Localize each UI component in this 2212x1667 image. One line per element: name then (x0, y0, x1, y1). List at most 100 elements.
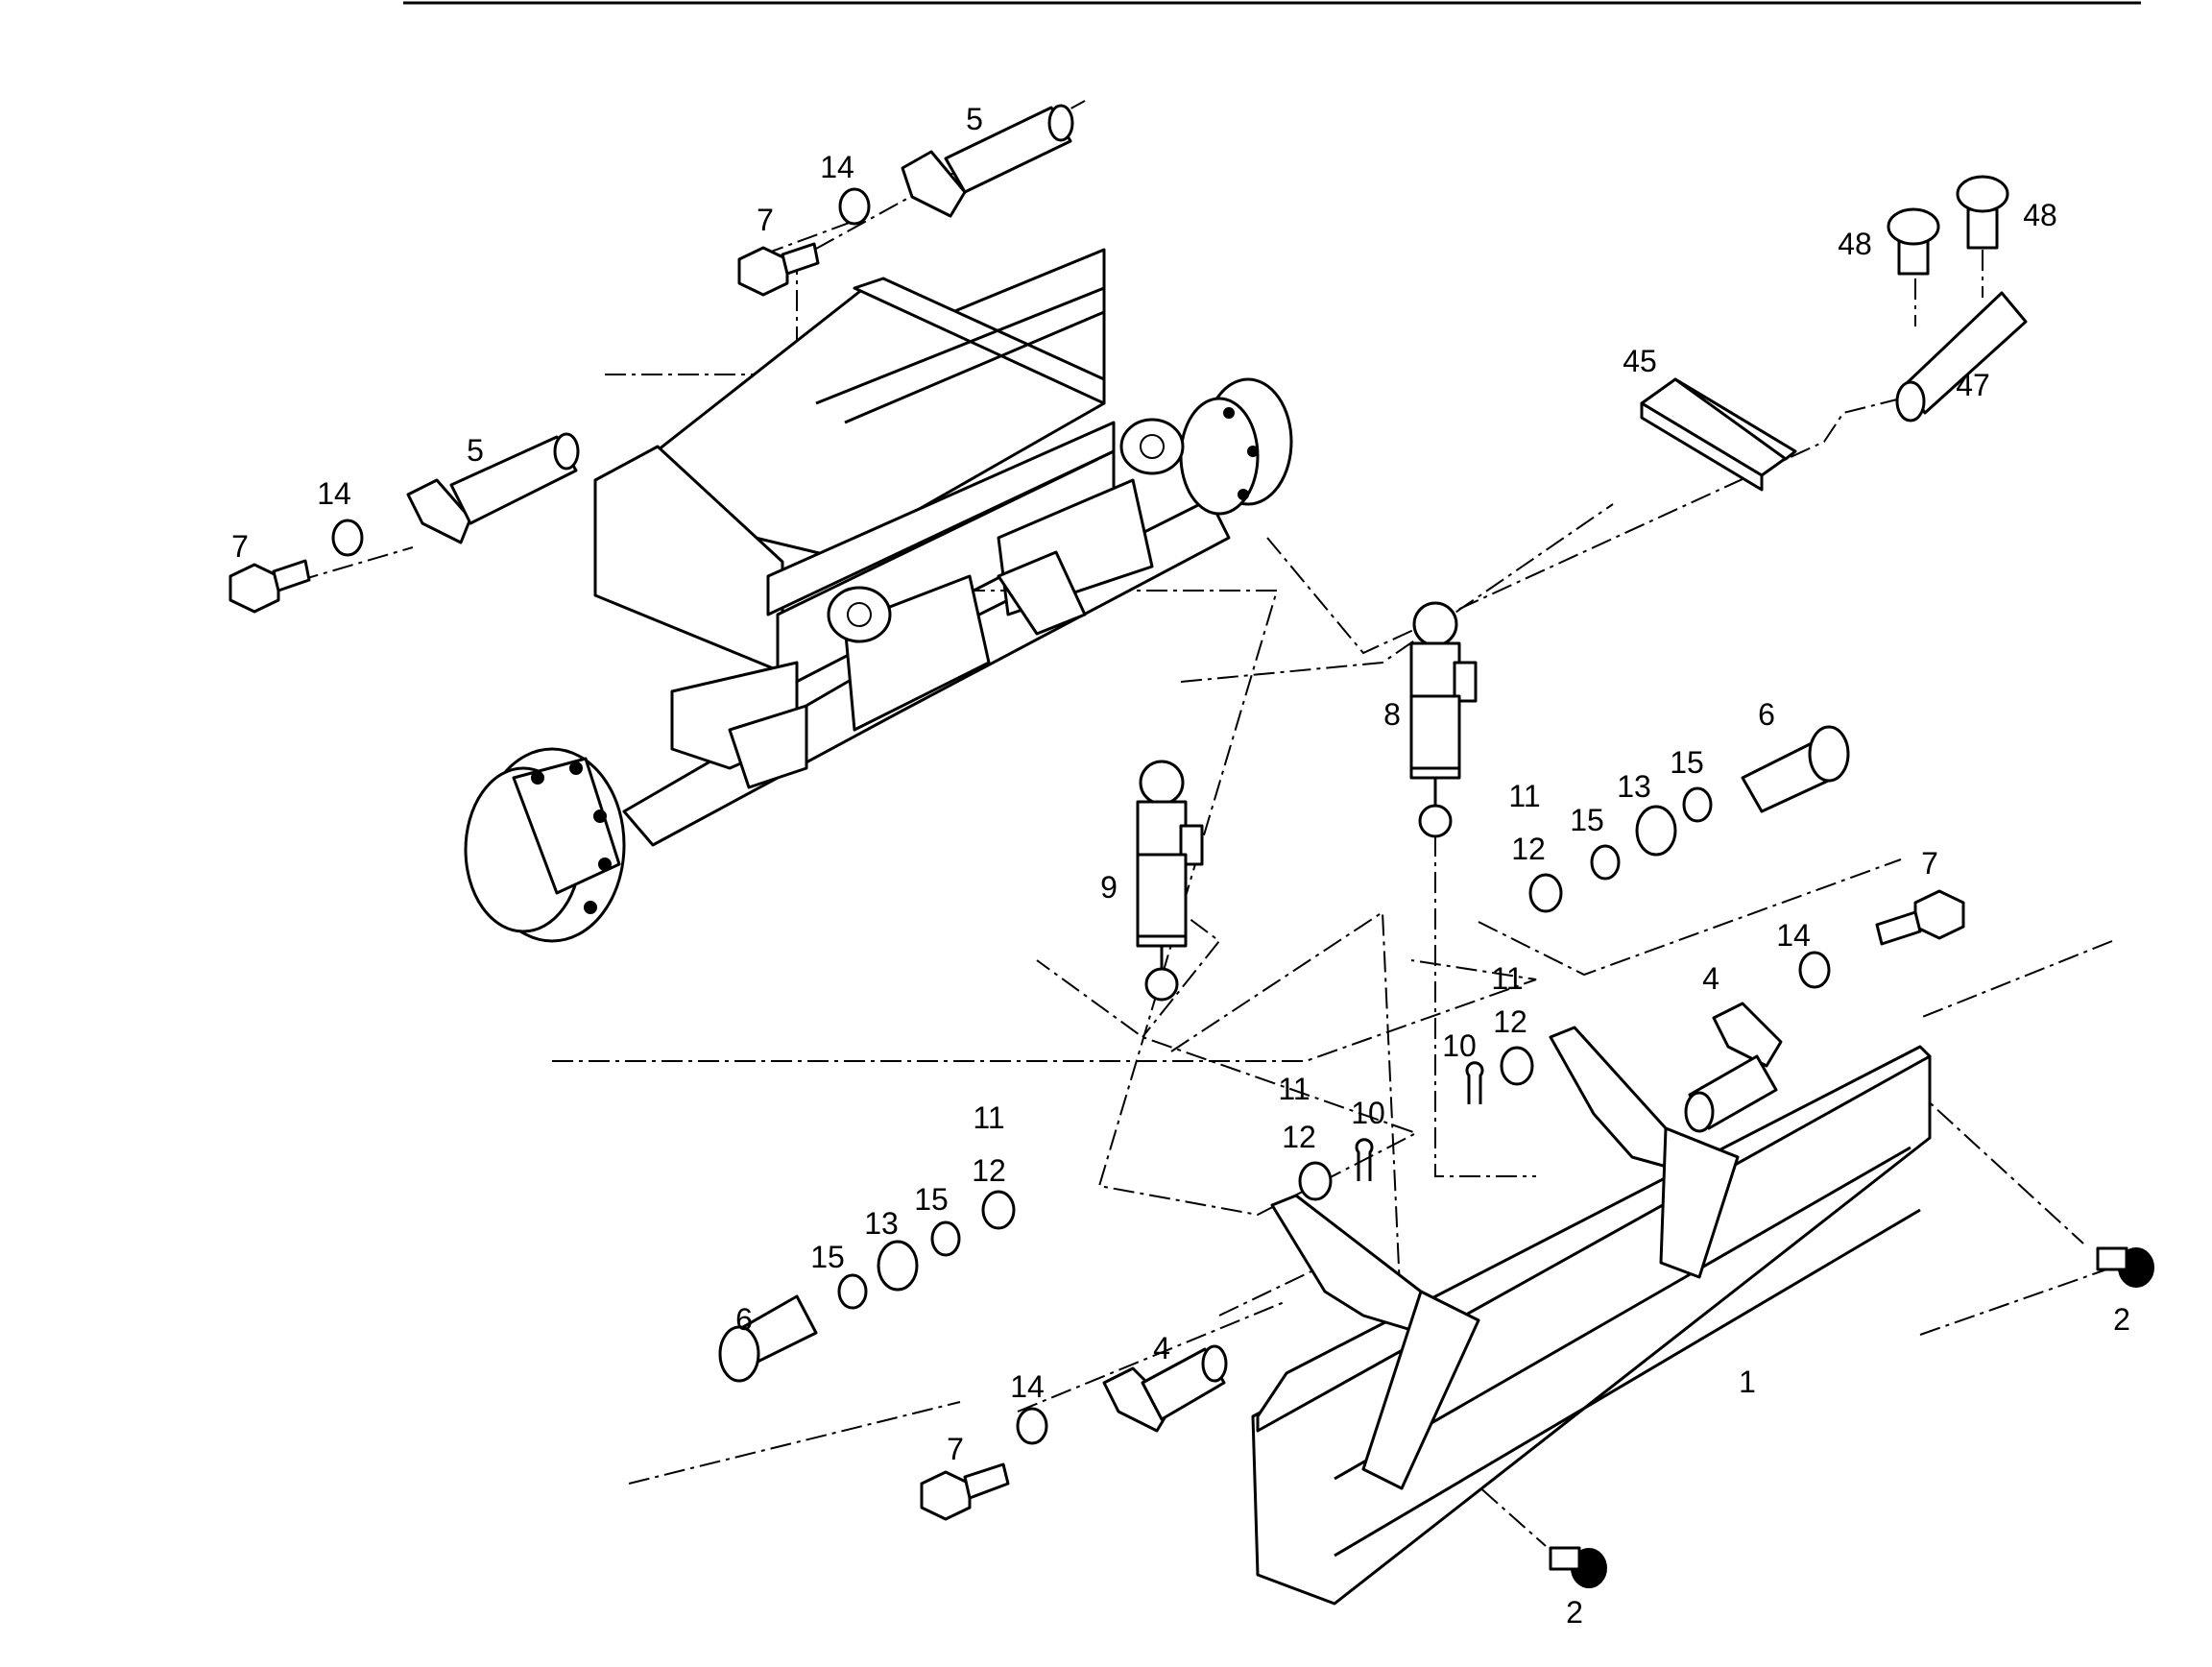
label-part-7-bottom: 7 (947, 1432, 964, 1466)
washer-15-left-a (930, 1220, 961, 1257)
washer-15-right-b (1682, 786, 1713, 823)
label-part-4-left: 4 (1153, 1331, 1170, 1365)
label-part-13-left: 13 (864, 1206, 899, 1241)
label-part-45: 45 (1623, 344, 1657, 378)
washer-14-b (838, 187, 871, 226)
shock-absorber-9 (1136, 760, 1204, 1002)
frame-rail-ribs (815, 286, 1105, 424)
cap-48-a (1887, 207, 1940, 276)
leader-bolt-7-top-left (297, 546, 414, 582)
bolt-7-top-left (228, 559, 311, 614)
label-part-12-lower: 12 (1493, 1004, 1527, 1039)
damper-bottom-eye (1418, 804, 1453, 838)
label-part-8: 8 (1383, 697, 1401, 732)
leader-pin-5-top (605, 100, 1086, 375)
washer-15-right-a (1590, 844, 1621, 881)
label-part-12-left: 12 (972, 1153, 1006, 1188)
pin-6-right (1741, 725, 1850, 813)
label-part-14-top-left: 14 (317, 476, 351, 511)
clamp-plate-45 (1640, 377, 1797, 492)
bolt-head (737, 246, 789, 297)
damper-clamp (1453, 661, 1478, 703)
label-part-14-bottom: 14 (1010, 1369, 1045, 1404)
cap-48-b (1956, 175, 2009, 250)
cotter-pin-10-left (1355, 1138, 1374, 1181)
label-part-12-mid: 12 (1282, 1120, 1316, 1154)
washer-12-right (1528, 873, 1563, 913)
bolt-2-right (2096, 1246, 2154, 1288)
pin-head (1808, 725, 1850, 783)
pin-body (944, 106, 1072, 194)
label-part-15-left-b: 15 (914, 1182, 949, 1217)
bushing-13-left (877, 1240, 919, 1292)
leader-lines (297, 100, 2113, 1547)
pin-5-top (901, 104, 1074, 218)
axle-eye-right-bore (1140, 434, 1165, 459)
pin-end (553, 432, 580, 471)
wheel-stud (584, 901, 597, 914)
bracket-lower-left-flange (728, 704, 808, 789)
wheel-stud (1238, 489, 1249, 500)
cotter-pin-10-right (1465, 1061, 1484, 1104)
label-part-14-top: 14 (820, 150, 854, 184)
damper-top-eye (1412, 601, 1458, 647)
leader-bolt-7-pin-4-right (1919, 940, 2113, 1019)
pin-6-left (718, 1294, 818, 1383)
bolt-shank (963, 1462, 1010, 1500)
label-part-5-top: 5 (966, 102, 983, 136)
leader-bolt-7-pin-4 (628, 1401, 961, 1485)
pin-end (1201, 1344, 1228, 1383)
pin-head (718, 1325, 760, 1383)
bolt-shank (272, 559, 311, 592)
leader-damper-9-top (1142, 897, 1221, 1038)
damper-top-eye (1139, 760, 1185, 806)
pin-flange (1712, 1002, 1783, 1068)
label-part-11-mid: 11 (1278, 1072, 1310, 1106)
bolt-7-right (1875, 889, 1965, 946)
axle-eye-right (1119, 418, 1185, 475)
bolt-shank (1549, 1546, 1581, 1571)
leader-pin-5-upper (854, 590, 1419, 1217)
label-part-10-left: 10 (1351, 1096, 1385, 1130)
label-part-11-lower: 11 (1491, 961, 1523, 996)
damper-cylinder (1136, 853, 1188, 948)
shock-absorber-8 (1409, 601, 1478, 838)
label-part-14-right: 14 (1776, 918, 1811, 953)
label-part-2-left: 2 (1566, 1595, 1583, 1630)
label-part-7-right: 7 (1921, 846, 1938, 881)
pin-5-left (406, 432, 580, 544)
label-part-6-left: 6 (735, 1302, 753, 1337)
wheel-stud (598, 858, 612, 871)
bolt-7-bottom-left (920, 1462, 1010, 1521)
blade-arm-left-rib (1361, 1290, 1480, 1490)
label-part-11-left: 11 (973, 1100, 1004, 1135)
wheel-stud (531, 771, 544, 785)
washer-14-a (331, 519, 364, 557)
leader-damper-8-top (1180, 503, 1614, 683)
cap-head (1956, 175, 2009, 213)
label-part-7-top: 7 (757, 203, 774, 237)
wheel-stud (1223, 407, 1235, 419)
cap-stem (1966, 207, 1999, 250)
bolt-shank (781, 242, 820, 276)
label-part-15-left-a: 15 (810, 1240, 845, 1274)
axle-eye-left-bore (847, 602, 872, 627)
bolt-shank (2096, 1246, 2128, 1271)
bush-47 (1895, 291, 2028, 423)
leader-bolt-2-right (1910, 1084, 2084, 1244)
label-part-6-right: 6 (1758, 697, 1775, 732)
label-part-15-right-a: 15 (1570, 803, 1604, 837)
washer-12-mid (1500, 1046, 1534, 1086)
wheel-stud (593, 809, 607, 823)
axle-assembly (464, 248, 1293, 943)
washer-12-left (981, 1190, 1016, 1230)
pin-body (449, 435, 578, 525)
label-part-1: 1 (1739, 1365, 1756, 1399)
bolt-shank (1875, 910, 1922, 946)
leader-damper-8-bottom (1434, 835, 1536, 1177)
blade-1 (1251, 1026, 1932, 1606)
label-part-47: 47 (1956, 368, 1990, 402)
pin-4-right (1684, 1002, 1783, 1133)
bushing-13-right (1635, 805, 1677, 857)
axle-eye-left (827, 586, 892, 643)
